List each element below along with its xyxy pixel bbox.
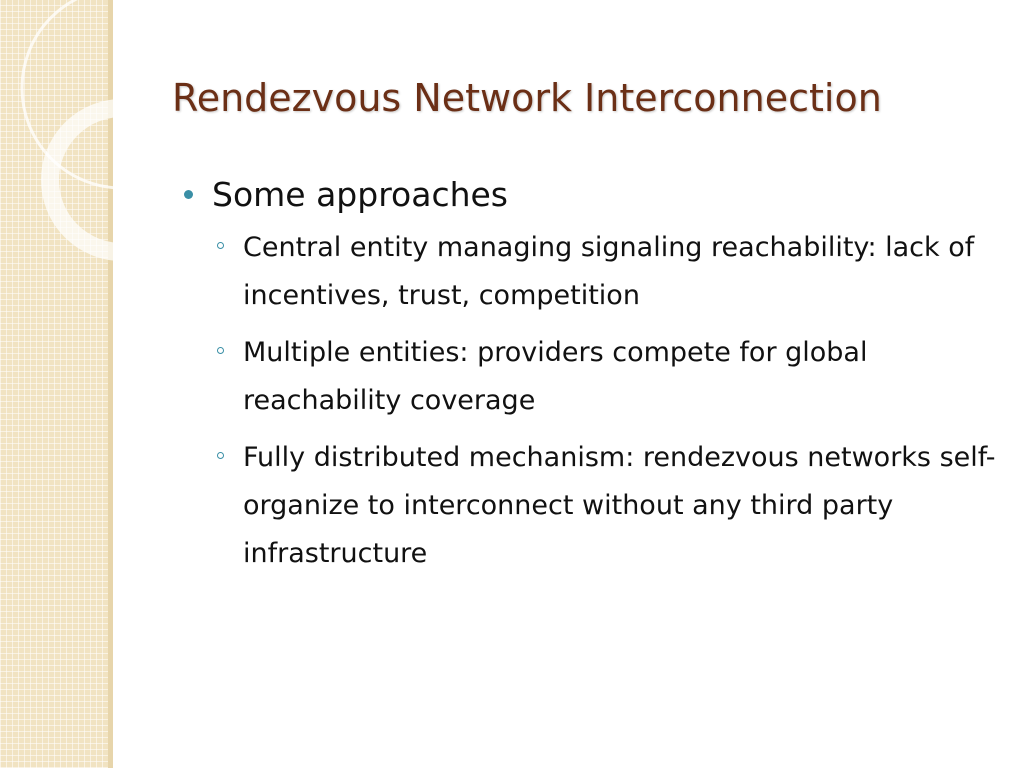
sub-bullet-list: Central entity managing signaling reacha… bbox=[182, 224, 1002, 578]
ring-bullet-icon bbox=[217, 452, 224, 459]
bullet-text: Some approaches bbox=[212, 175, 509, 214]
bullet-some-approaches: Some approaches bbox=[182, 170, 1002, 220]
sub-bullet-text: Central entity managing signaling reacha… bbox=[243, 232, 975, 311]
sub-bullet-central-entity: Central entity managing signaling reacha… bbox=[212, 224, 1002, 320]
slide-title: Rendezvous Network Interconnection bbox=[172, 76, 882, 120]
side-panel-edge bbox=[108, 0, 113, 768]
slide-body: Some approaches Central entity managing … bbox=[182, 170, 1002, 587]
bullet-dot-icon bbox=[184, 190, 193, 199]
sub-bullet-multiple-entities: Multiple entities: providers compete for… bbox=[212, 329, 1002, 425]
sub-bullet-text: Multiple entities: providers compete for… bbox=[243, 337, 868, 416]
ring-bullet-icon bbox=[217, 347, 224, 354]
decorative-circles bbox=[20, 0, 113, 261]
sub-bullet-fully-distributed: Fully distributed mechanism: rendezvous … bbox=[212, 434, 1002, 578]
sub-bullet-text: Fully distributed mechanism: rendezvous … bbox=[243, 442, 996, 569]
decorative-circle-lower bbox=[41, 99, 113, 261]
decorative-side-panel bbox=[0, 0, 113, 768]
ring-bullet-icon bbox=[217, 242, 224, 249]
decorative-circle-upper bbox=[20, 0, 113, 190]
